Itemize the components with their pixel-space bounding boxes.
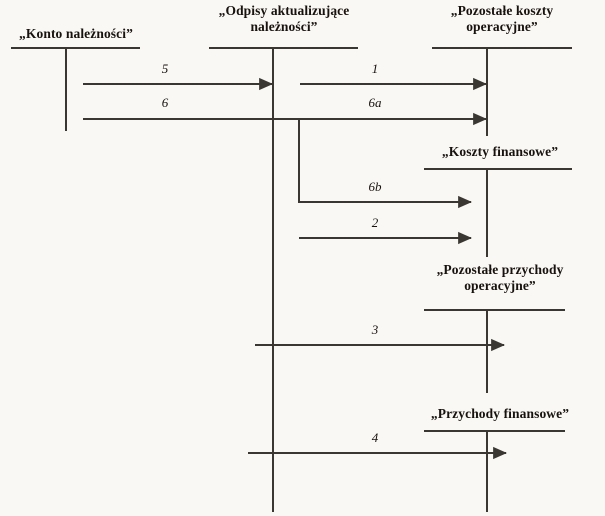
flow-label-5: 5 [161,61,169,76]
flow-label-6: 6 [161,95,169,110]
flow-arrow-6b [298,119,473,209]
flow-label-1: 1 [371,61,379,76]
account-title-pozostale-koszty-operacyjne: „Pozostałe koszty operacyjne” [450,3,554,34]
account-title-pozostale-przychody-operacyjne: „Pozostałe przychody operacyjne” [436,262,564,293]
flow-label-6a: 6a [368,95,382,110]
account-title-przychody-finansowe: „Przychody finansowe” [430,406,570,421]
account-title-odpisy-aktualizujace: „Odpisy aktualizujące należności” [218,3,350,34]
account-title-konto-naleznosci: „Konto należności” [19,26,133,41]
flow-label-6b: 6b [368,179,382,194]
account-title-koszty-finansowe: „Koszty finansowe” [441,144,559,159]
flow-label-3: 3 [371,322,379,337]
flow-label-4: 4 [371,430,379,445]
flow-label-2: 2 [371,215,379,230]
